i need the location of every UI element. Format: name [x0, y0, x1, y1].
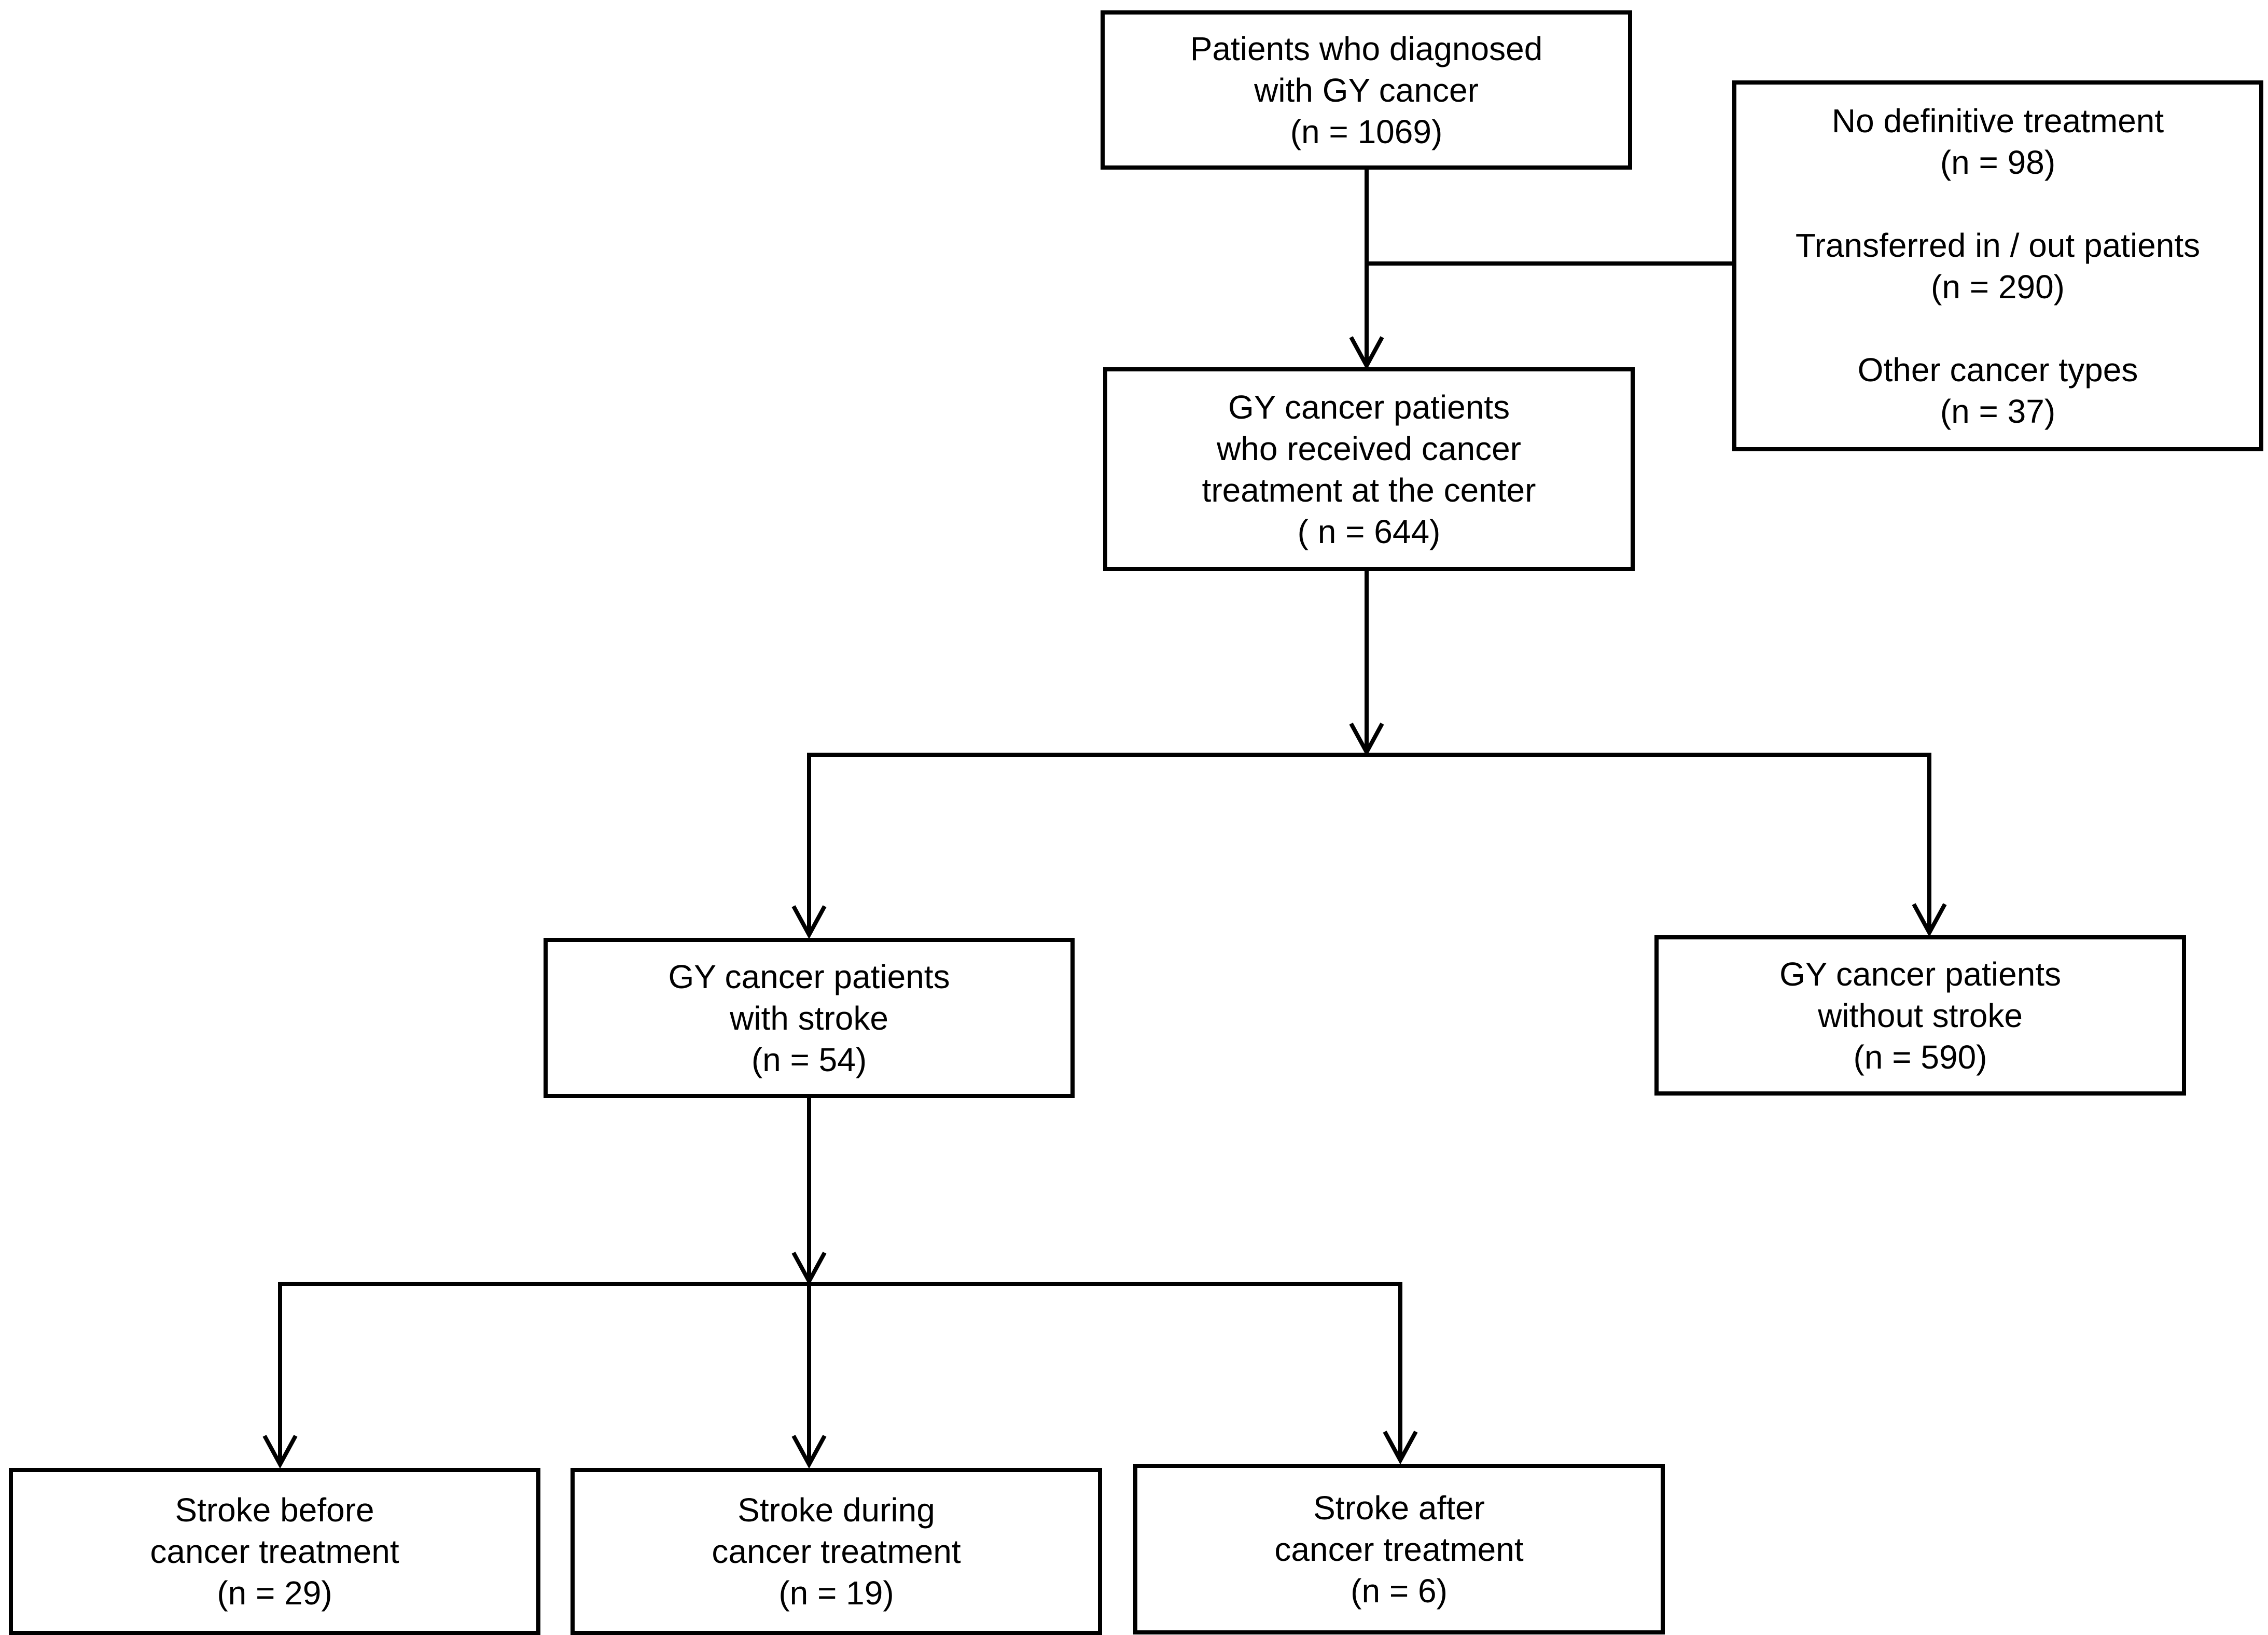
box-treated: GY cancer patients who received cancer t…: [1103, 367, 1635, 571]
arrowhead-stroke-before: [262, 1435, 298, 1469]
box-without-stroke-line1: GY cancer patients: [1779, 955, 2062, 993]
box-without-stroke-line2: without stroke: [1818, 996, 2023, 1034]
box-without-stroke: GY cancer patients without stroke (n = 5…: [1654, 935, 2186, 1096]
box-stroke-before-count: (n = 29): [217, 1574, 332, 1612]
box-treated-line3: treatment at the center: [1202, 471, 1536, 509]
arrowhead-treated: [1349, 336, 1384, 370]
arrowhead-split-2: [791, 1252, 827, 1286]
box-treated-count: ( n = 644): [1297, 512, 1441, 550]
box-stroke-during-line2: cancer treatment: [712, 1533, 961, 1570]
arrowhead-split-1: [1349, 723, 1384, 757]
arrowhead-with-stroke: [791, 905, 827, 939]
box-treated-line1: GY cancer patients: [1228, 388, 1510, 426]
box-with-stroke-line1: GY cancer patients: [668, 958, 950, 995]
box-stroke-after-line2: cancer treatment: [1274, 1530, 1524, 1568]
box-stroke-during: Stroke during cancer treatment (n = 19): [571, 1468, 1102, 1635]
arrowhead-stroke-during: [791, 1435, 827, 1469]
box-treated-line2: who received cancer: [1217, 429, 1521, 467]
box-stroke-after-line1: Stroke after: [1313, 1489, 1485, 1527]
box-diagnosed: Patients who diagnosed with GY cancer (n…: [1101, 10, 1632, 170]
box-with-stroke: GY cancer patients with stroke (n = 54): [544, 938, 1075, 1098]
box-stroke-after: Stroke after cancer treatment (n = 6): [1133, 1464, 1665, 1634]
excluded-other-types: Other cancer types: [1857, 351, 2138, 389]
box-diagnosed-count: (n = 1069): [1290, 113, 1443, 150]
box-stroke-before: Stroke before cancer treatment (n = 29): [9, 1468, 540, 1635]
excluded-other-types-count: (n = 37): [1940, 392, 2056, 430]
box-with-stroke-line2: with stroke: [730, 999, 888, 1037]
box-stroke-after-count: (n = 6): [1351, 1572, 1448, 1610]
excluded-no-treatment-count: (n = 98): [1940, 143, 2056, 181]
box-diagnosed-line2: with GY cancer: [1254, 71, 1479, 109]
box-stroke-before-line1: Stroke before: [175, 1491, 374, 1529]
arrowhead-stroke-after: [1383, 1431, 1418, 1465]
box-excluded: No definitive treatment (n = 98) Transfe…: [1732, 80, 2263, 451]
box-diagnosed-line1: Patients who diagnosed: [1190, 30, 1543, 67]
box-stroke-during-line1: Stroke during: [738, 1491, 935, 1529]
box-without-stroke-count: (n = 590): [1853, 1038, 1987, 1076]
excluded-transferred-count: (n = 290): [1931, 268, 2065, 306]
arrowhead-without-stroke: [1912, 903, 1947, 937]
excluded-transferred: Transferred in / out patients: [1795, 226, 2201, 264]
box-with-stroke-count: (n = 54): [751, 1041, 867, 1078]
excluded-no-treatment: No definitive treatment: [1831, 102, 2164, 140]
box-stroke-before-line2: cancer treatment: [150, 1533, 399, 1570]
box-stroke-during-count: (n = 19): [778, 1574, 894, 1612]
